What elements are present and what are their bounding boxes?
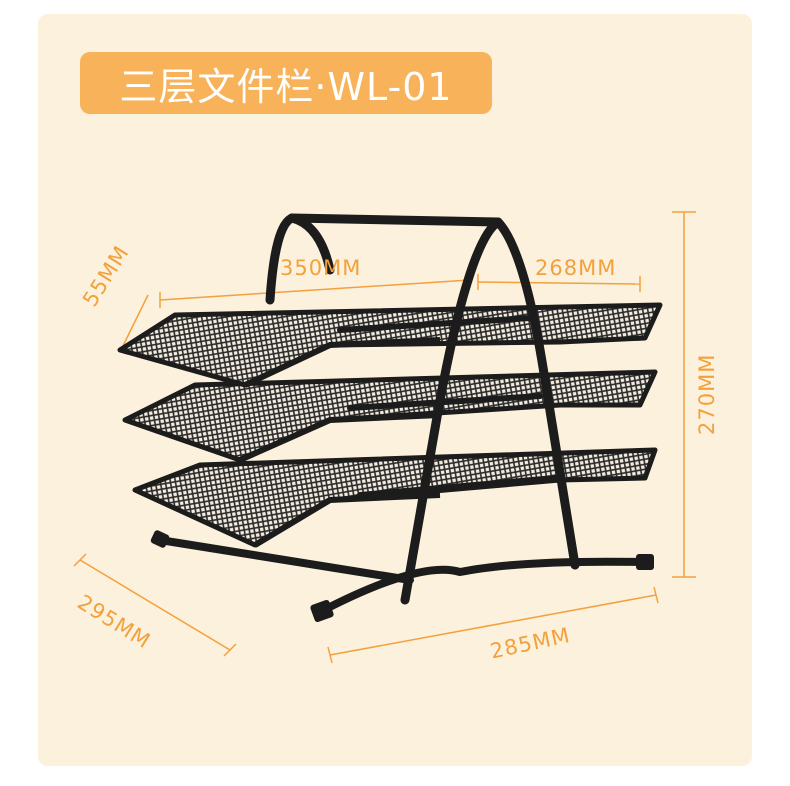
frame-feet bbox=[150, 530, 654, 623]
dimension-label-350: 350MM bbox=[280, 256, 362, 280]
product-title: 三层文件栏·WL-01 bbox=[119, 64, 453, 109]
mesh-trays bbox=[117, 302, 663, 548]
metal-frame bbox=[156, 213, 644, 616]
dimension-label-268: 268MM bbox=[535, 256, 617, 280]
dimension-label-270: 270MM bbox=[695, 353, 719, 435]
title-badge: 三层文件栏·WL-01 bbox=[80, 52, 492, 114]
